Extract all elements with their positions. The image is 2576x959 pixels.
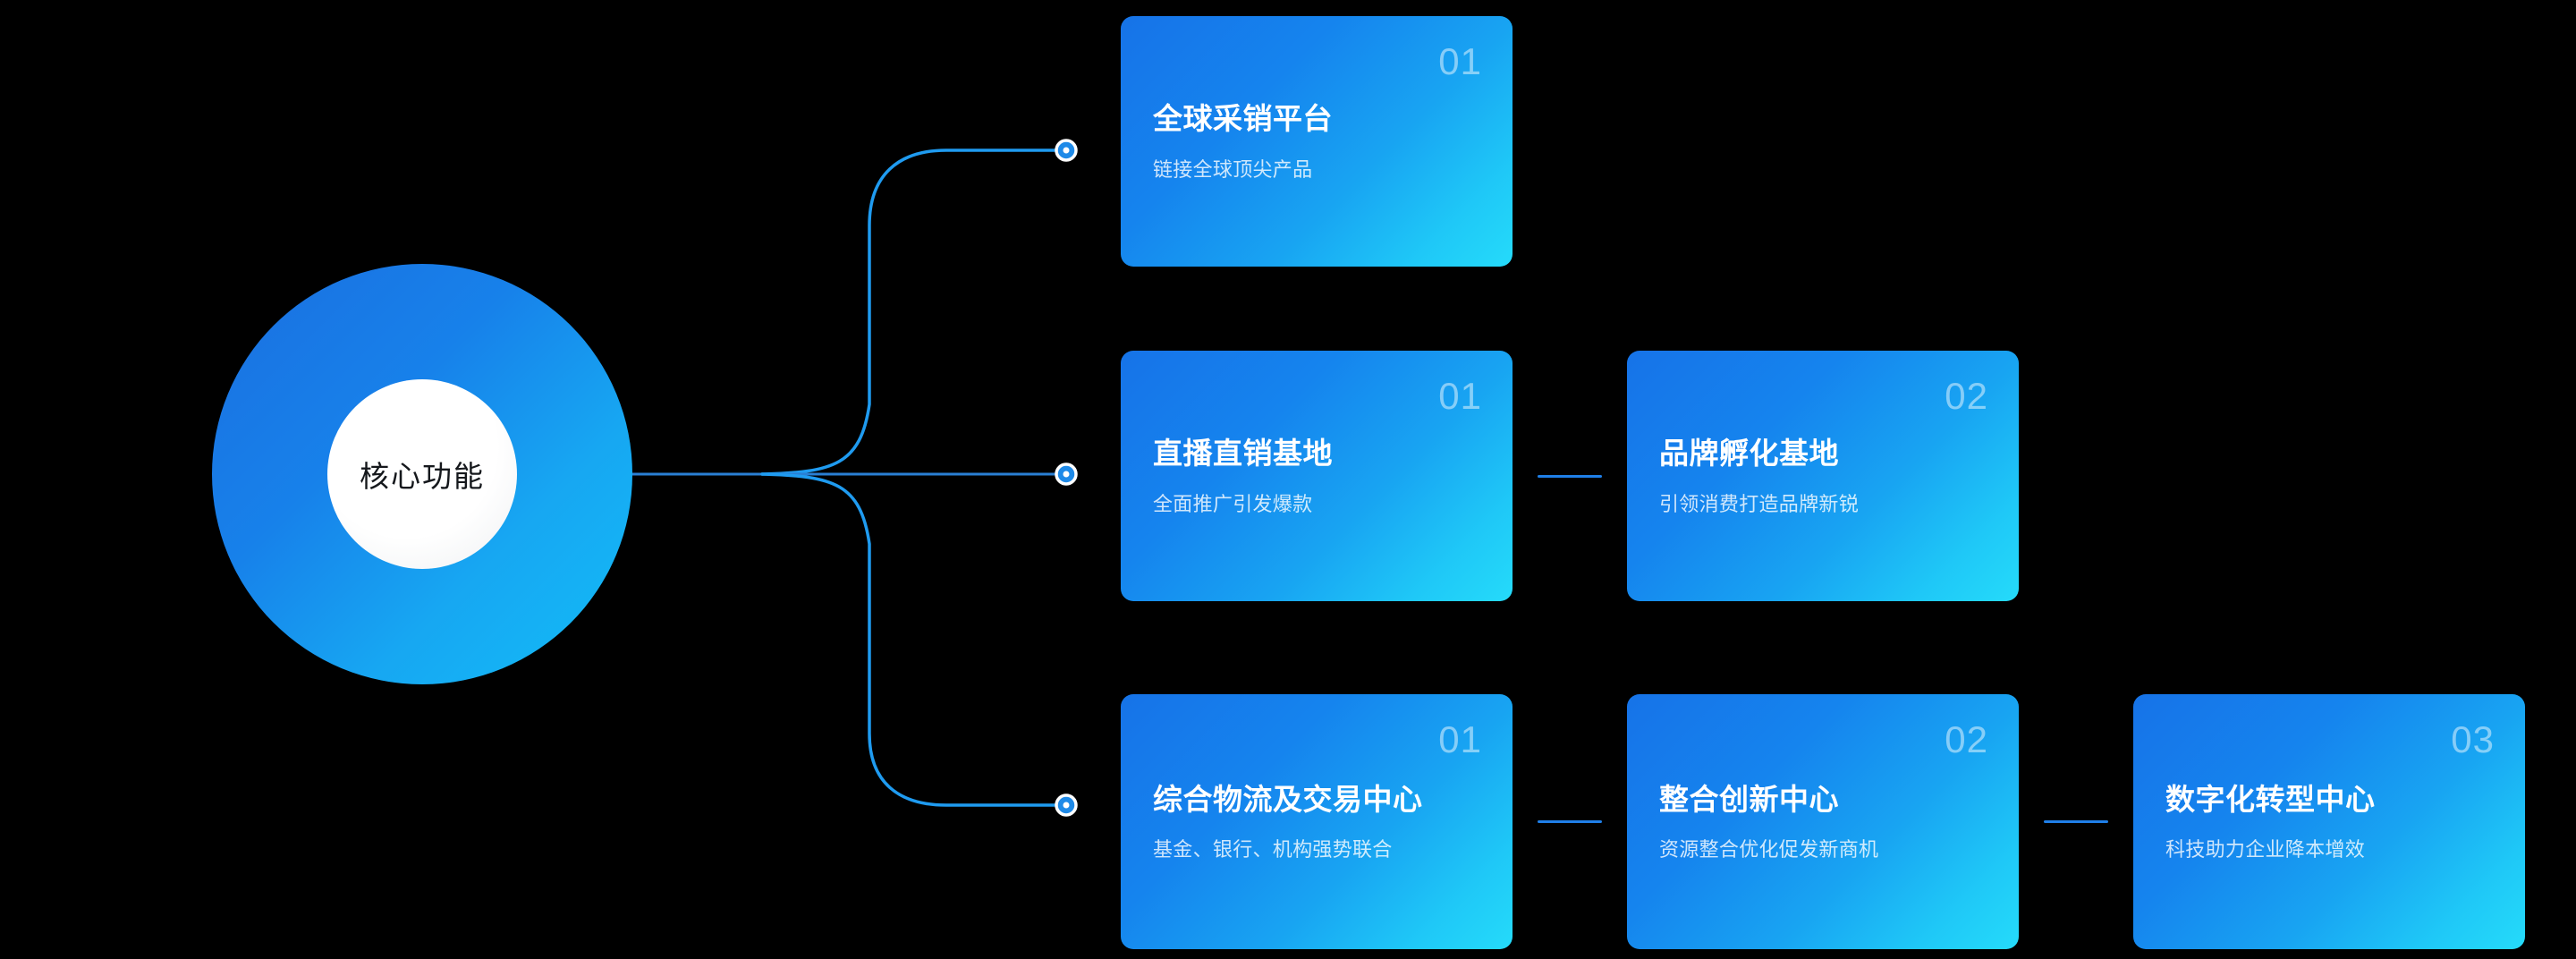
card-title: 数字化转型中心 [2165,782,2376,816]
card-index: 03 [2451,718,2495,760]
branch-node-top [1055,139,1078,162]
card-link-dash [2019,694,2133,949]
dash-icon [1538,820,1602,823]
card-title: 品牌孵化基地 [1659,437,1839,470]
card-row-2: 01 直播直销基地 全面推广引发爆款 02 品牌孵化基地 引领消费打造品牌新锐 [1121,351,2019,601]
branch-node-middle [1055,463,1078,486]
card-subtitle: 链接全球顶尖产品 [1153,157,1313,181]
central-hub-label: 核心功能 [360,460,485,493]
dash-icon [1538,474,1602,478]
card-title: 直播直销基地 [1153,437,1333,470]
feature-card[interactable]: 02 品牌孵化基地 引领消费打造品牌新锐 [1627,351,2019,601]
card-subtitle: 引领消费打造品牌新锐 [1659,492,1860,515]
central-hub-inner: 核心功能 [327,379,517,569]
feature-card[interactable]: 01 综合物流及交易中心 基金、银行、机构强势联合 [1121,694,1513,949]
card-row-1: 01 全球采销平台 链接全球顶尖产品 [1121,16,1513,267]
card-title: 全球采销平台 [1153,102,1333,135]
feature-card[interactable]: 03 数字化转型中心 科技助力企业降本增效 [2133,694,2525,949]
card-title: 整合创新中心 [1659,782,1839,816]
card-row-3: 01 综合物流及交易中心 基金、银行、机构强势联合 02 整合创新中心 资源整合… [1121,694,2525,949]
branch-node-bottom [1055,794,1078,817]
central-hub[interactable]: 核心功能 [212,264,632,684]
feature-card[interactable]: 01 全球采销平台 链接全球顶尖产品 [1121,16,1513,267]
feature-card[interactable]: 02 整合创新中心 资源整合优化促发新商机 [1627,694,2019,949]
card-title: 综合物流及交易中心 [1153,782,1423,816]
feature-card[interactable]: 01 直播直销基地 全面推广引发爆款 [1121,351,1513,601]
card-subtitle: 资源整合优化促发新商机 [1659,838,1879,861]
card-index: 01 [1438,718,1482,760]
branch-line-top [760,149,1063,476]
card-link-dash [1513,694,1627,949]
branch-line-bottom [760,472,1063,807]
card-index: 02 [1945,375,1988,417]
card-link-dash [1513,351,1627,601]
card-subtitle: 基金、银行、机构强势联合 [1153,838,1393,861]
card-index: 01 [1438,375,1482,417]
dash-icon [2044,820,2108,823]
card-subtitle: 科技助力企业降本增效 [2165,838,2366,861]
card-index: 01 [1438,40,1482,82]
card-subtitle: 全面推广引发爆款 [1153,492,1313,515]
card-index: 02 [1945,718,1988,760]
